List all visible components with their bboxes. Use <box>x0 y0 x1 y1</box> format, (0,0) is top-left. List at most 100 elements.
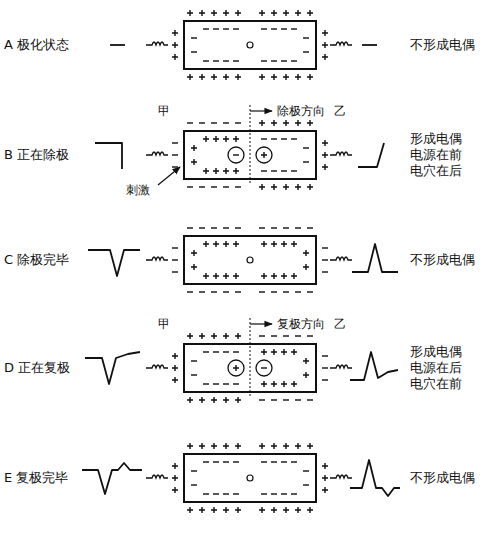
charge-sign <box>261 367 267 368</box>
charge-sign <box>223 241 229 247</box>
charge-sign <box>271 349 277 355</box>
charge-sign <box>271 184 277 190</box>
charge-sign <box>233 241 239 247</box>
point-label: 乙 <box>334 317 346 332</box>
charge-sign <box>322 30 328 36</box>
charge-sign <box>261 381 267 387</box>
cell-row <box>88 228 398 292</box>
charge-sign <box>213 273 219 279</box>
charge-sign <box>271 138 277 139</box>
charge-sign <box>295 10 301 16</box>
charge-sign <box>203 351 209 352</box>
row-label: E 复极完毕 <box>4 470 68 486</box>
charge-sign <box>172 166 178 167</box>
charge-sign <box>322 164 328 170</box>
charge-sign <box>199 333 205 339</box>
charge-sign <box>271 74 277 80</box>
charge-sign <box>233 28 239 29</box>
charge-sign <box>213 28 219 29</box>
electrode-symbol <box>146 257 168 260</box>
ecg-trace <box>85 352 140 384</box>
charge-sign <box>235 443 241 449</box>
charge-sign <box>291 349 297 355</box>
charge-sign <box>191 159 197 165</box>
charge-sign <box>271 120 277 126</box>
charge-sign <box>203 28 209 29</box>
charge-sign <box>259 227 265 228</box>
charge-sign <box>233 383 239 384</box>
charge-sign <box>295 74 301 80</box>
charge-sign <box>187 74 193 80</box>
charge-sign <box>291 493 297 494</box>
charge-sign <box>223 461 229 462</box>
electrode-symbol <box>146 475 168 478</box>
nucleus-circle <box>247 42 253 48</box>
charge-sign <box>295 443 301 449</box>
charge-sign <box>259 399 265 400</box>
charge-sign <box>172 463 178 469</box>
charge-sign <box>291 381 297 387</box>
charge-sign <box>213 383 219 384</box>
charge-sign <box>223 351 229 352</box>
charge-sign <box>235 507 241 513</box>
point-label: 甲 <box>158 104 170 119</box>
charge-sign <box>187 443 193 449</box>
charge-sign <box>307 10 313 16</box>
charge-sign <box>283 184 289 190</box>
charge-sign <box>233 168 239 174</box>
charge-sign <box>271 227 277 228</box>
ecg-trace <box>95 143 122 169</box>
cell-row <box>95 105 384 190</box>
charge-sign <box>295 507 301 513</box>
state-note: 形成电偶 电源在前 电穴在后 <box>410 131 469 180</box>
charge-sign <box>199 227 205 228</box>
charge-sign <box>187 186 193 187</box>
charge-sign <box>307 335 313 336</box>
charge-sign <box>283 120 289 126</box>
charge-sign <box>307 291 313 292</box>
charge-sign <box>223 383 229 384</box>
charge-sign <box>187 291 193 292</box>
charge-sign <box>223 168 229 174</box>
charge-sign <box>191 470 197 471</box>
charge-sign <box>223 227 229 228</box>
electrode-symbol <box>330 475 352 478</box>
charge-sign <box>223 397 229 403</box>
charge-sign <box>187 227 193 228</box>
charge-sign <box>223 291 229 292</box>
charge-sign <box>307 184 313 190</box>
charge-sign <box>223 74 229 80</box>
charge-sign <box>271 507 277 513</box>
charge-sign <box>191 37 197 38</box>
charge-sign <box>271 10 277 16</box>
charge-sign <box>203 461 209 462</box>
charge-sign <box>261 28 267 29</box>
charge-sign <box>283 443 289 449</box>
charge-sign <box>233 273 239 279</box>
cell-row <box>110 10 377 80</box>
charge-sign <box>211 397 217 403</box>
charge-sign <box>283 74 289 80</box>
cell-membrane <box>184 236 316 284</box>
charge-sign <box>281 138 287 139</box>
charge-sign <box>211 74 217 80</box>
direction-arrow <box>250 110 272 111</box>
ecg-trace <box>358 143 384 167</box>
charge-sign <box>307 507 313 513</box>
row-label: D 正在复极 <box>4 360 70 376</box>
charge-sign <box>213 493 219 494</box>
charge-sign <box>307 74 313 80</box>
charge-sign <box>322 379 328 380</box>
charge-sign <box>172 487 178 493</box>
charge-sign <box>199 443 205 449</box>
charge-sign <box>187 122 193 123</box>
charge-sign <box>259 120 265 126</box>
ecg-trace <box>350 460 400 496</box>
charge-sign <box>261 273 267 279</box>
charge-sign <box>259 335 265 336</box>
electrode-symbol <box>146 365 168 368</box>
charge-sign <box>259 443 265 449</box>
charge-sign <box>295 291 301 292</box>
charge-sign <box>187 397 193 403</box>
